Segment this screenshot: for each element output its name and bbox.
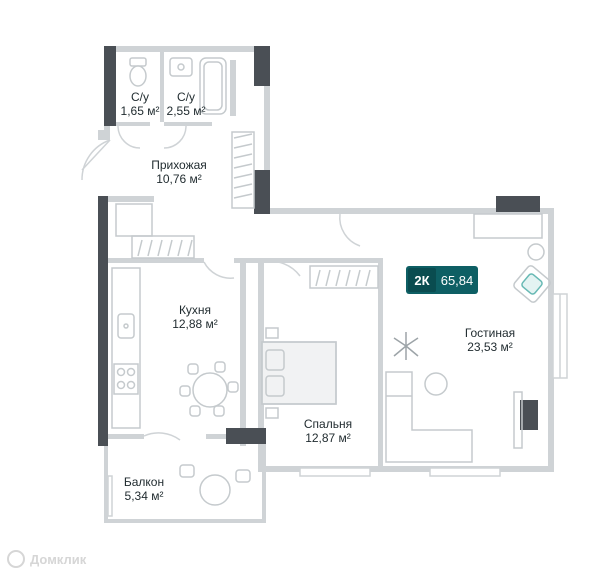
doors (81, 125, 361, 441)
hall-area: 10,76 м² (156, 172, 202, 186)
living-area: 23,53 м² (467, 340, 513, 354)
coffee-table-icon (424, 372, 448, 396)
bathtub-icon (199, 57, 227, 115)
bed-icon (261, 327, 337, 419)
hall-name: Прихожая (151, 158, 207, 172)
wardrobe-icon (231, 131, 255, 209)
wc2-area: 2,55 м² (167, 104, 206, 118)
watermark: Домклик (7, 550, 87, 568)
watermark-text: Домклик (30, 552, 87, 567)
plant-icon (393, 332, 419, 360)
wardrobe-icon (309, 265, 379, 289)
room-labels: С/у 1,65 м² С/у 2,55 м² Прихожая 10,76 м… (121, 90, 516, 503)
sink-icon (169, 57, 193, 77)
bedroom-area: 12,87 м² (305, 431, 351, 445)
toilet-icon (129, 57, 147, 87)
sink-icon (117, 313, 135, 339)
structural-columns (98, 46, 540, 446)
apartment-badge: 2К 65,84 (406, 266, 478, 294)
balcony-table-icon (179, 464, 251, 506)
wc1-area: 1,65 м² (121, 104, 160, 118)
wc1-name: С/у (131, 90, 149, 104)
kitchen-counter (111, 267, 141, 429)
armchair-icon (513, 265, 551, 303)
kitchen-area: 12,88 м² (172, 317, 218, 331)
stove-icon (113, 363, 139, 395)
sofa-icon (385, 371, 473, 463)
balcony-area: 5,34 м² (125, 489, 164, 503)
tv-icon (520, 400, 538, 430)
balcony-name: Балкон (124, 475, 164, 489)
shelf-icon (473, 213, 545, 261)
living-name: Гостиная (465, 326, 515, 340)
wc2-name: С/у (177, 90, 195, 104)
badge-area: 65,84 (441, 273, 474, 288)
kitchen-name: Кухня (179, 303, 211, 317)
dining-table-icon (179, 361, 239, 417)
badge-type: 2К (414, 273, 429, 288)
console-icon (513, 391, 523, 449)
kitchen-wardrobe-icon (115, 203, 195, 259)
windows (107, 293, 568, 517)
bedroom-name: Спальня (304, 417, 352, 431)
